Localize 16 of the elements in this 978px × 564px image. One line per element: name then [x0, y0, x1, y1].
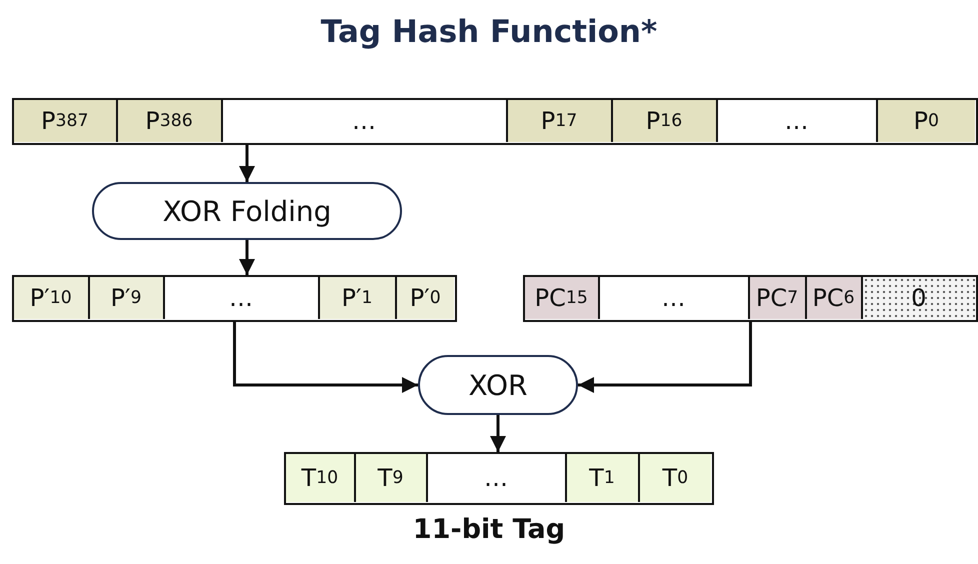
arrow	[239, 240, 255, 275]
operation-box: XOR Folding	[92, 182, 402, 240]
register-bar	[284, 452, 714, 505]
arrow	[233, 322, 418, 393]
arrow	[578, 322, 752, 393]
bit-cell: …	[600, 277, 750, 319]
diagram-caption: 11-bit Tag	[412, 514, 566, 545]
register-bar	[12, 275, 457, 322]
operation-box: XOR	[418, 355, 578, 415]
register-bar	[12, 98, 978, 145]
arrow	[490, 415, 506, 452]
register-bar	[523, 275, 978, 322]
bit-cell: 0	[862, 277, 975, 319]
bit-cell: …	[718, 100, 878, 142]
diagram-title: Tag Hash Function*	[320, 14, 658, 50]
arrow	[239, 145, 255, 182]
